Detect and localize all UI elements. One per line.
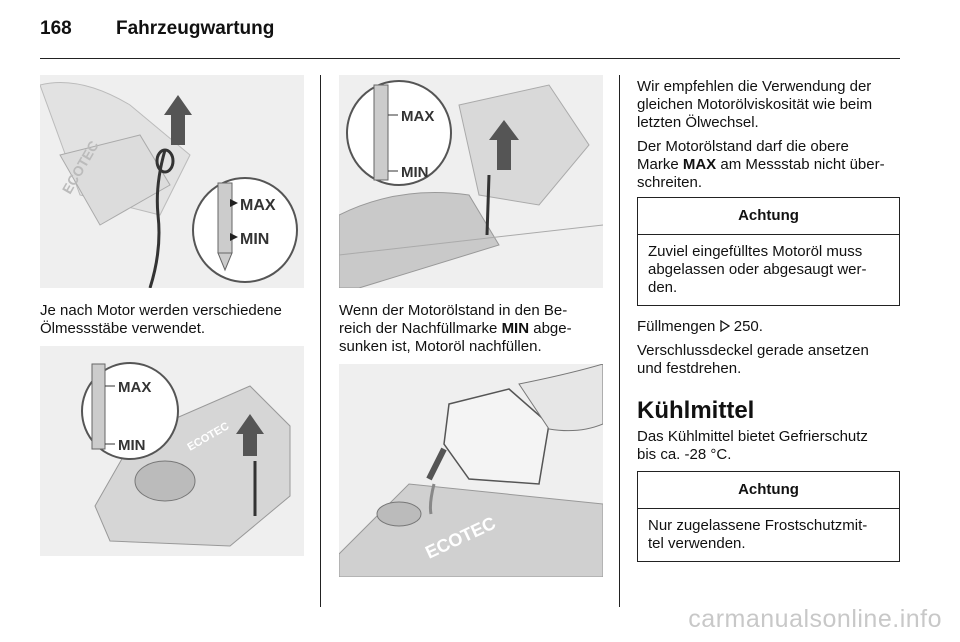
min-label: MIN: [118, 437, 146, 454]
min-refill-paragraph: Wenn der Motorölstand in den Be- reich d…: [339, 302, 572, 355]
figure-caption: Je nach Motor werden verschiedene Ölmess…: [40, 302, 282, 337]
dipstick-figure-3: MAX MIN: [339, 75, 603, 288]
reference-page: 250.: [733, 318, 763, 335]
warning-title: Achtung: [638, 472, 899, 509]
warning-title: Achtung: [638, 198, 899, 235]
warning-body: Zuviel eingefülltes Motoröl muss abgelas…: [648, 243, 867, 296]
min-label: MIN: [401, 164, 429, 181]
column-divider-2: [619, 75, 620, 607]
header-rule: [40, 58, 900, 59]
page-number: 168: [40, 18, 72, 39]
fill-quantities-ref: Füllmengen 250.: [637, 318, 763, 337]
max-label: MAX: [240, 197, 276, 214]
viscosity-paragraph: Wir empfehlen die Verwendung der gleiche…: [637, 78, 873, 131]
max-level-paragraph: Der Motorölstand darf die obere Marke MA…: [637, 138, 885, 191]
warning-box-1: Achtung Zuviel eingefülltes Motoröl muss…: [637, 197, 900, 306]
warning-box-2: Achtung Nur zugelassene Frostschutzmit- …: [637, 471, 900, 562]
page-header: 168 Fahrzeugwartung: [40, 18, 274, 40]
max-label: MAX: [118, 379, 151, 396]
column-divider-1: [320, 75, 321, 607]
warning-body: Nur zugelassene Frostschutzmit- tel verw…: [648, 517, 868, 552]
max-label: MAX: [401, 108, 434, 125]
oil-refill-figure: ECOTEC: [339, 364, 603, 577]
coolant-paragraph: Das Kühlmittel bietet Gefrierschutz bis …: [637, 428, 868, 463]
page-title: Fahrzeugwartung: [116, 18, 275, 39]
section-heading-coolant: Kühlmittel: [637, 397, 755, 424]
dipstick-figure-2: ECOTEC MAX MIN: [40, 346, 304, 556]
reference-arrow-icon: [719, 319, 730, 337]
watermark: carmanualsonline.info: [688, 605, 942, 633]
cap-paragraph: Verschlussdeckel gerade ansetzen und fes…: [637, 342, 869, 377]
min-label: MIN: [240, 231, 269, 248]
dipstick-figure-1: ECOTEC MAX MIN: [40, 75, 304, 288]
